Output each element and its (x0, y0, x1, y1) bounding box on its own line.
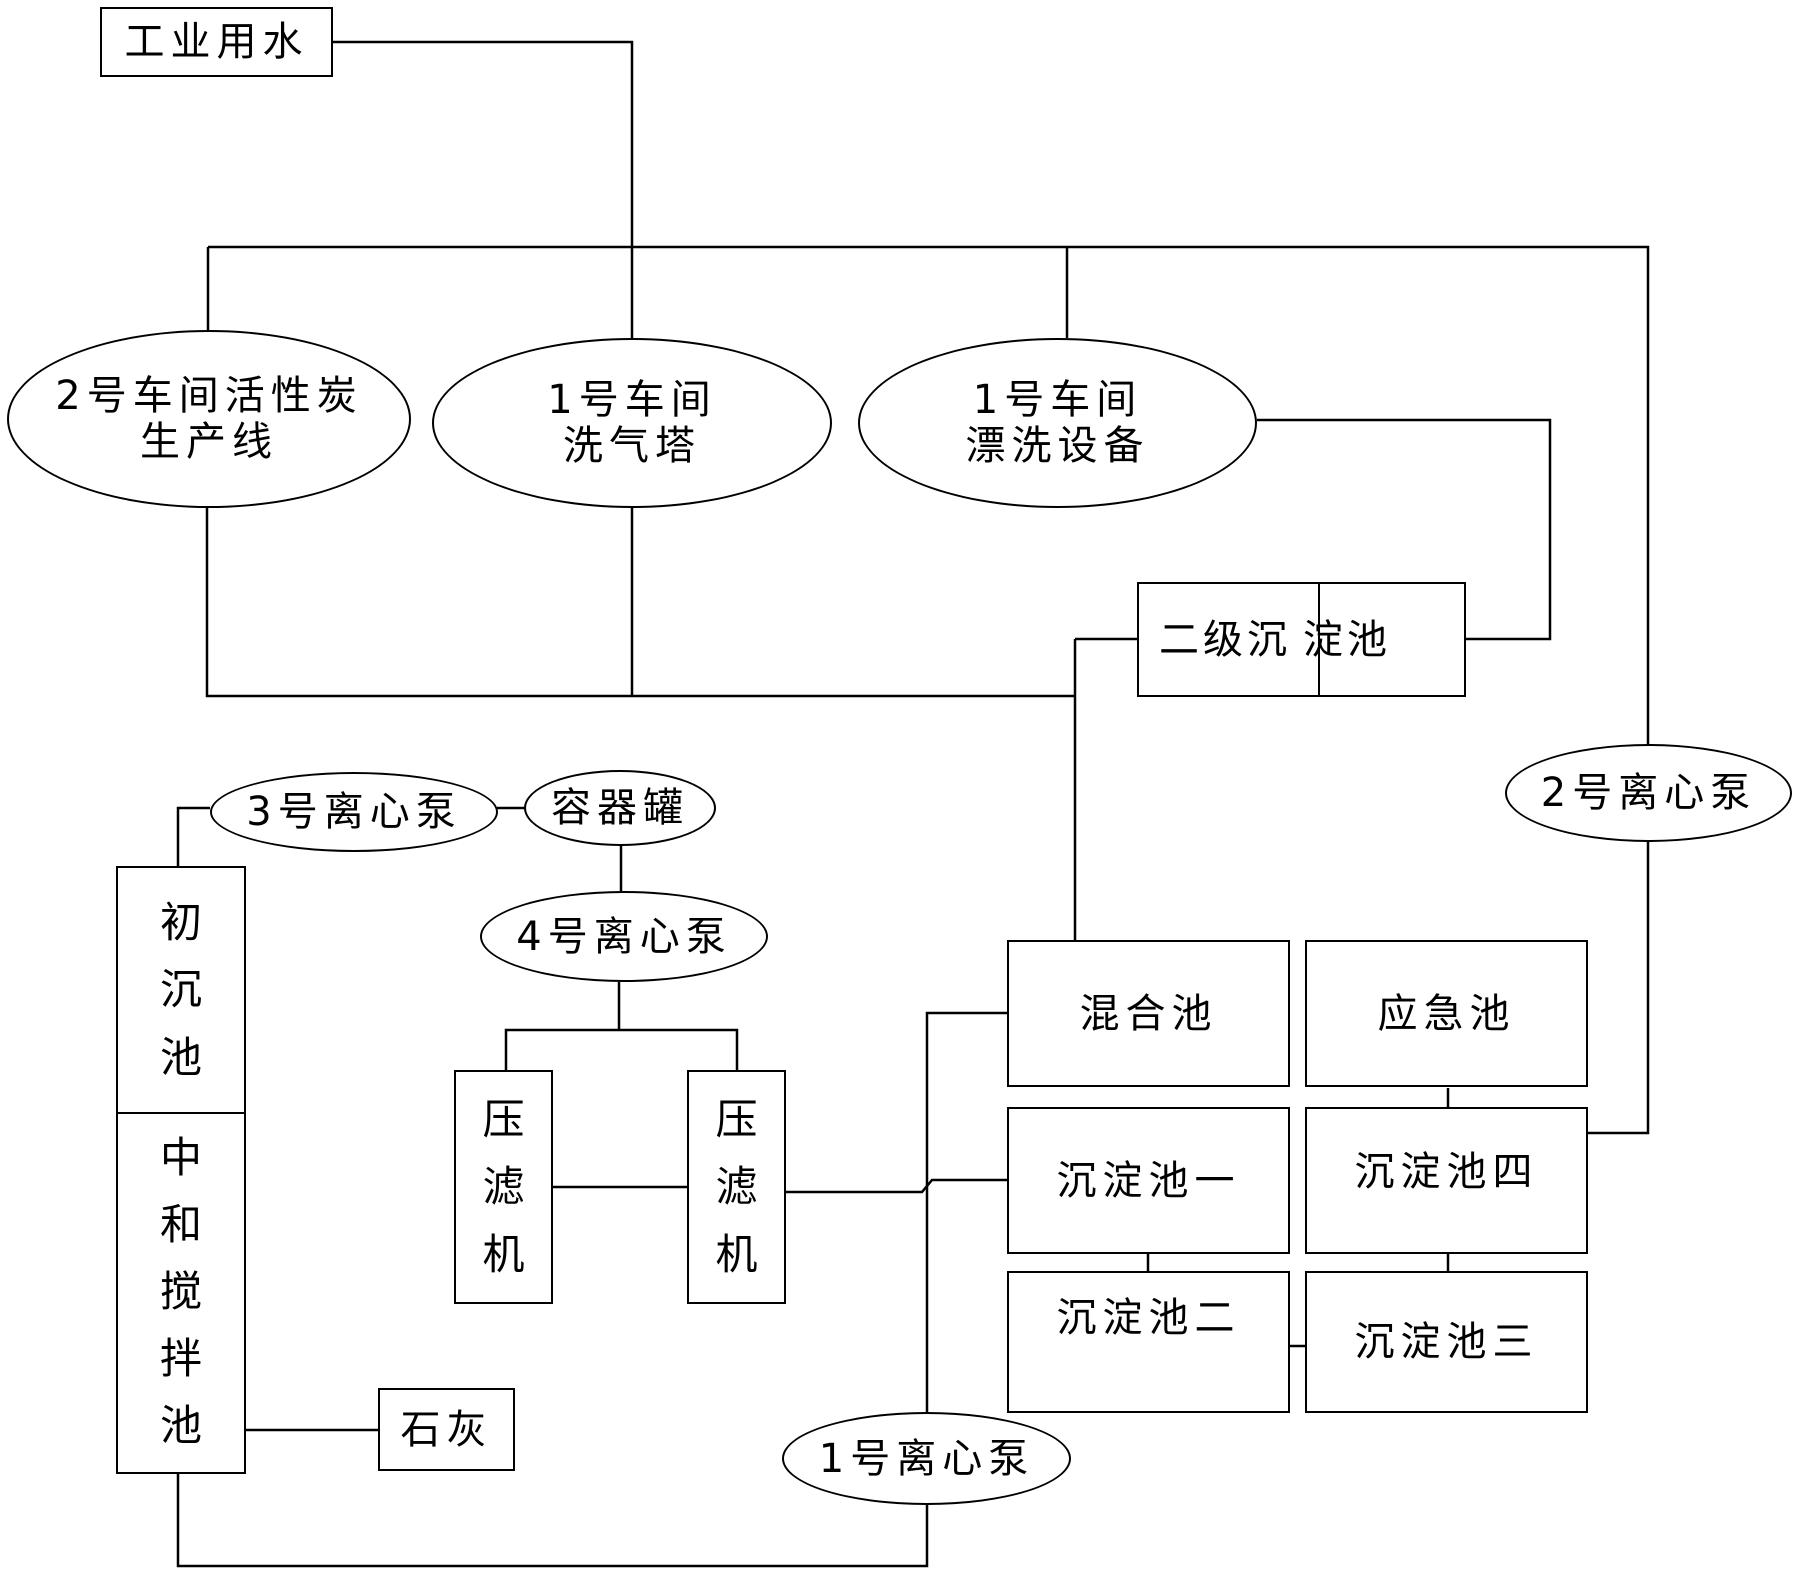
workshop2-activated-carbon-node: 2号车间活性炭 生产线 (7, 330, 411, 508)
connector-outflow-workshop2 (205, 508, 1075, 698)
workshop1-tower-line1: 1号车间 (547, 377, 717, 423)
connector-top-header (208, 245, 1650, 744)
pump3-label: 3号离心泵 (246, 789, 462, 835)
connector-pump4-to-presses (504, 982, 739, 1070)
industrial-water-label: 工业用水 (124, 19, 309, 65)
pump2-node: 2号离心泵 (1505, 744, 1792, 842)
pump1-node: 1号离心泵 (782, 1412, 1071, 1505)
secondary-settling-tank: 二级沉 淀池 (1137, 582, 1466, 697)
pump3-node: 3号离心泵 (210, 772, 498, 852)
primary-neutralization-divider (116, 1112, 246, 1114)
pump2-label: 2号离心泵 (1540, 770, 1757, 816)
workshop2-label-line2: 生产线 (140, 419, 278, 465)
settling-tank-2-label: 沉淀池二 (1056, 1295, 1241, 1341)
emergency-tank-label: 应急池 (1377, 990, 1516, 1037)
settling-tank-4: 沉淀池四 (1305, 1107, 1588, 1254)
neutralization-char-4: 拌 (159, 1334, 202, 1384)
lime-label: 石灰 (400, 1406, 493, 1453)
pump4-label: 4号离心泵 (516, 913, 732, 960)
settling-tank-2: 沉淀池二 (1007, 1271, 1290, 1413)
workshop1-tower-line2: 洗气塔 (563, 423, 701, 469)
connector-press-to-settling1 (785, 1178, 1008, 1194)
neutralization-char-1: 中 (159, 1132, 202, 1182)
neutralization-char-3: 搅 (159, 1266, 202, 1316)
mixing-tank: 混合池 (1007, 940, 1290, 1087)
settling-tank-4-label: 沉淀池四 (1354, 1149, 1539, 1195)
filter-press-right-char-2: 滤 (715, 1162, 758, 1212)
secondary-settling-label-a: 二级沉 (1159, 616, 1291, 663)
filter-press-right-char-1: 压 (715, 1095, 758, 1145)
settling-tank-1-label: 沉淀池一 (1056, 1157, 1241, 1204)
primary-settling-tank: 初 沉 池 (116, 866, 246, 1114)
connector-neutralization-to-pump1 (176, 1474, 929, 1568)
primary-settling-char-1: 初 (159, 898, 202, 948)
connector-rinse-to-secondary (1257, 418, 1552, 641)
filter-press-left-char-1: 压 (482, 1095, 525, 1145)
settling-tank-3-label: 沉淀池三 (1354, 1319, 1539, 1365)
pump1-label: 1号离心泵 (818, 1435, 1035, 1482)
neutralization-mixing-tank: 中 和 搅 拌 池 (116, 1111, 246, 1474)
neutralization-char-2: 和 (159, 1199, 202, 1249)
container-tank-node: 容器罐 (524, 770, 716, 846)
mixing-tank-label: 混合池 (1079, 990, 1218, 1037)
secondary-settling-label-b: 淀池 (1303, 616, 1391, 663)
connector-water-supply (332, 40, 634, 345)
filter-press-left-char-2: 滤 (482, 1162, 525, 1212)
workshop2-label-line1: 2号车间活性炭 (55, 373, 363, 419)
filter-press-left-char-3: 机 (482, 1229, 525, 1279)
connector-pump2-to-settling4 (1588, 842, 1650, 1135)
workshop1-scrubber-node: 1号车间 洗气塔 (432, 338, 832, 508)
filter-press-left: 压 滤 机 (454, 1070, 553, 1304)
container-tank-label: 容器罐 (551, 785, 689, 831)
lime-box: 石灰 (378, 1388, 515, 1471)
primary-settling-char-2: 沉 (159, 965, 202, 1015)
workshop1-rinse-node: 1号车间 漂洗设备 (858, 338, 1257, 508)
filter-press-right: 压 滤 机 (687, 1070, 786, 1304)
settling-tank-1: 沉淀池一 (1007, 1107, 1290, 1254)
neutralization-char-5: 池 (159, 1401, 202, 1451)
filter-press-right-char-3: 机 (715, 1229, 758, 1279)
primary-settling-char-3: 池 (159, 1032, 202, 1082)
workshop1-rinse-line1: 1号车间 (972, 377, 1143, 423)
connector-primary-to-pump3 (176, 806, 210, 866)
settling-tank-3: 沉淀池三 (1305, 1271, 1588, 1413)
emergency-tank: 应急池 (1305, 940, 1588, 1087)
pump4-node: 4号离心泵 (480, 891, 768, 982)
workshop1-rinse-line2: 漂洗设备 (965, 423, 1150, 469)
connector-mixing-to-pump1 (925, 1011, 1008, 1412)
secondary-settling-divider (1318, 584, 1320, 695)
industrial-water-box: 工业用水 (100, 7, 333, 77)
